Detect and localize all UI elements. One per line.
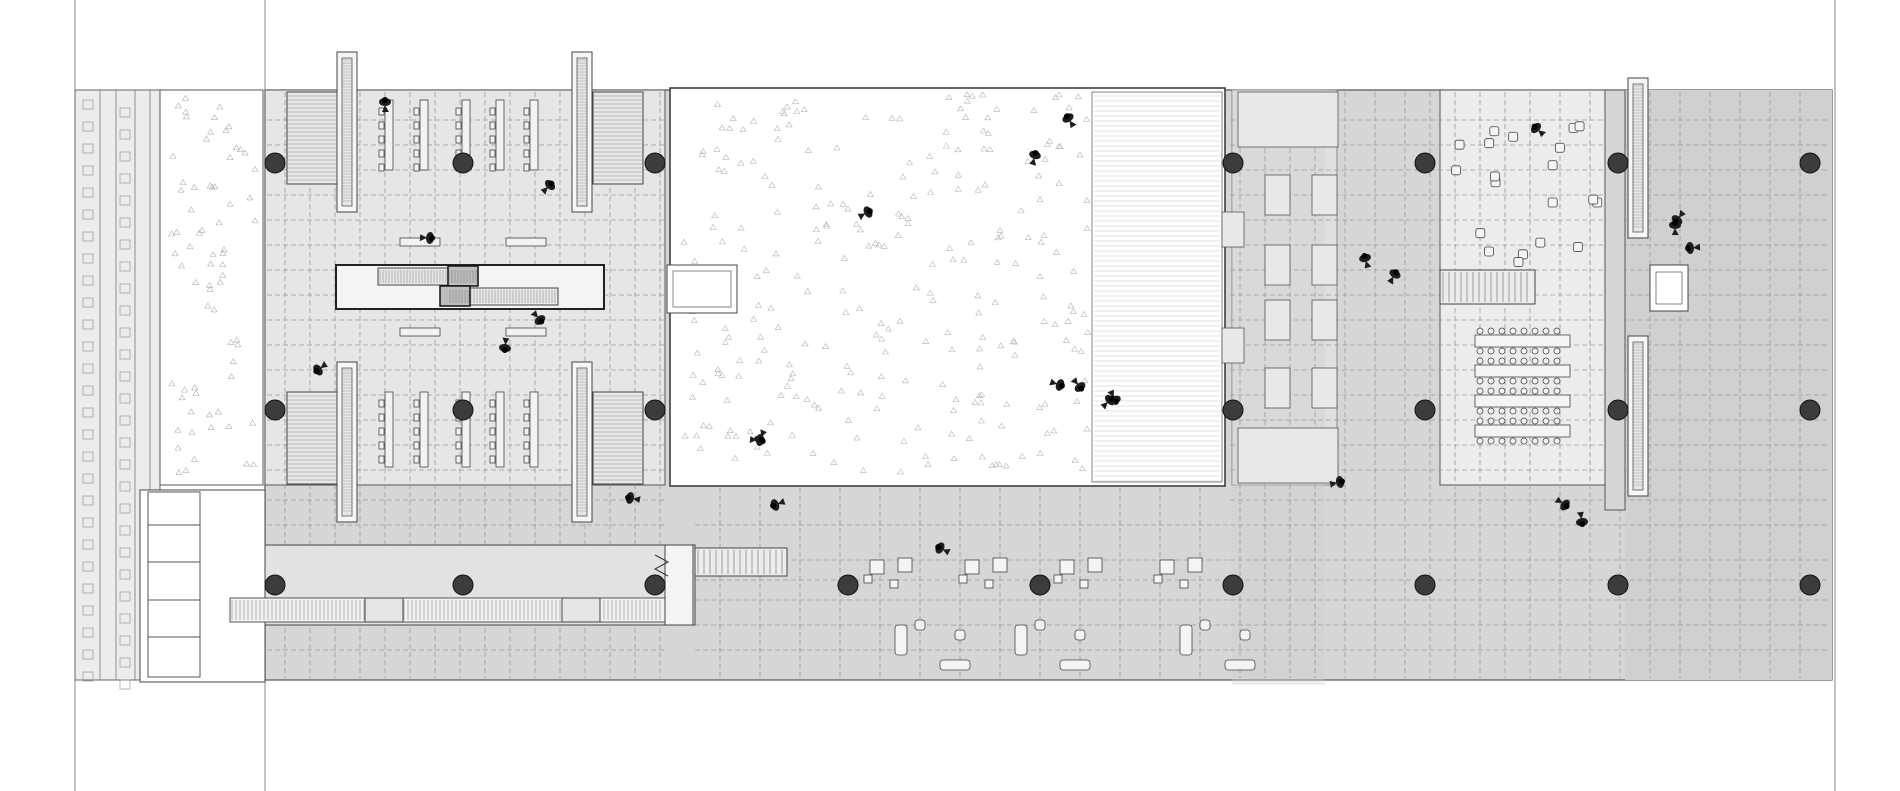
person-figure xyxy=(1329,476,1345,488)
central-escalator xyxy=(335,264,605,310)
person-figure xyxy=(857,206,873,221)
sofa-group xyxy=(1014,619,1091,671)
column xyxy=(1414,574,1436,596)
person-figure xyxy=(935,542,951,556)
lounge-furniture xyxy=(1451,121,1603,445)
escalator xyxy=(286,51,358,213)
person-figure xyxy=(1530,122,1546,138)
escalator xyxy=(571,51,644,213)
person-figure xyxy=(1062,113,1077,129)
person-figure xyxy=(313,360,328,376)
column xyxy=(1799,574,1821,596)
escalator xyxy=(286,361,358,523)
person-figure xyxy=(749,434,765,446)
sofa-group xyxy=(1179,619,1256,671)
escalators xyxy=(286,51,1649,523)
lounge-table-cluster xyxy=(1053,557,1103,589)
person-figure xyxy=(770,497,786,511)
column xyxy=(644,399,666,421)
escalator xyxy=(1627,335,1649,497)
column xyxy=(1222,574,1244,596)
column xyxy=(1607,152,1629,174)
person-figure xyxy=(499,337,511,353)
columns xyxy=(264,152,1821,596)
person-figure xyxy=(1100,394,1115,410)
column xyxy=(1799,399,1821,421)
person-figure xyxy=(1576,511,1588,527)
column xyxy=(1607,574,1629,596)
central-atrium xyxy=(666,87,1226,487)
escalator xyxy=(1627,77,1649,239)
column xyxy=(1222,399,1244,421)
person-figure xyxy=(1029,150,1041,166)
column xyxy=(1607,399,1629,421)
column xyxy=(644,574,666,596)
people-figures xyxy=(313,97,1701,556)
column xyxy=(1799,152,1821,174)
column xyxy=(264,399,286,421)
facade-strip xyxy=(74,89,266,690)
escalator xyxy=(571,361,644,523)
column xyxy=(644,152,666,174)
lounge-table-cluster xyxy=(958,557,1008,589)
person-figure xyxy=(625,492,641,504)
lounge-table-cluster xyxy=(863,557,913,589)
person-figure xyxy=(1359,253,1372,269)
person-figure xyxy=(379,97,391,112)
lower-lounge-furniture xyxy=(863,557,1256,671)
column xyxy=(1029,574,1051,596)
lounge-table-cluster xyxy=(1153,557,1203,589)
booth-seating xyxy=(1221,91,1339,484)
person-figure xyxy=(1387,269,1401,285)
column xyxy=(1414,399,1436,421)
column xyxy=(1222,152,1244,174)
column xyxy=(264,574,286,596)
column xyxy=(837,574,859,596)
person-figure xyxy=(1049,378,1065,391)
person-figure xyxy=(419,232,435,244)
person-figure xyxy=(1669,220,1681,236)
person-figure xyxy=(1554,496,1570,511)
column xyxy=(452,574,474,596)
column xyxy=(452,399,474,421)
sofa-group xyxy=(894,619,971,671)
person-figure xyxy=(1685,242,1701,254)
person-figure xyxy=(1070,377,1086,392)
person-figure xyxy=(540,179,556,195)
person-figure xyxy=(530,310,546,325)
column xyxy=(452,152,474,174)
lower-corridor xyxy=(229,544,788,626)
column xyxy=(1414,152,1436,174)
column xyxy=(264,152,286,174)
